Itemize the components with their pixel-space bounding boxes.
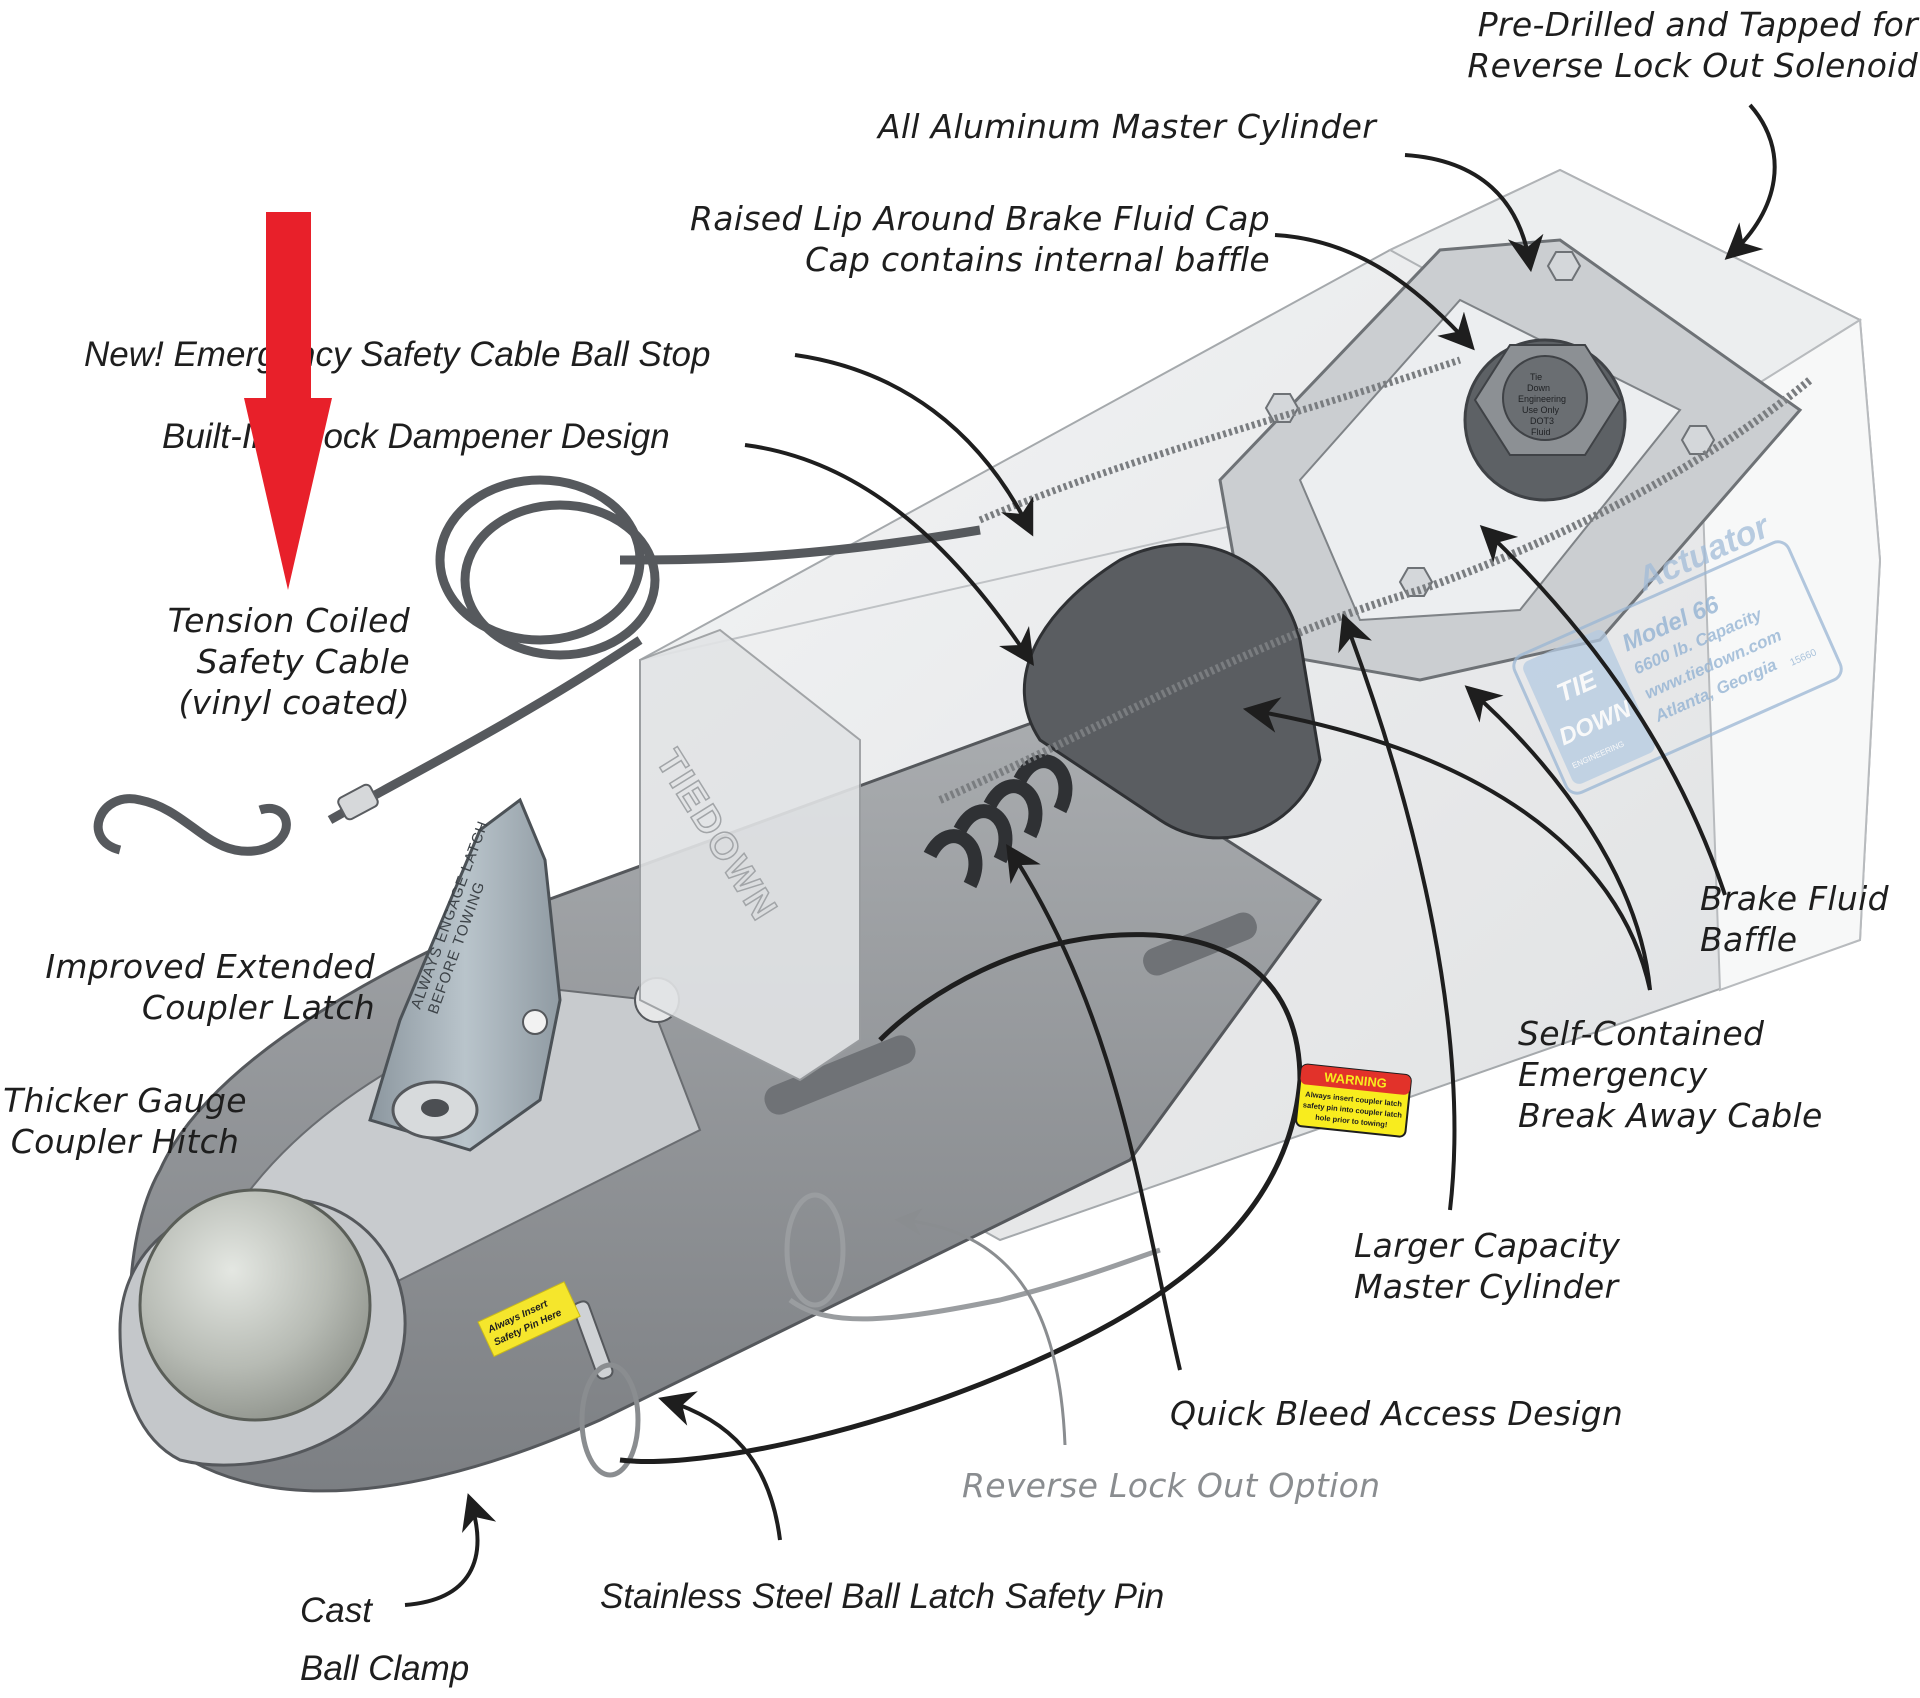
leader-break-away-cable-2 [1242, 697, 1652, 991]
callout-safety-pin: Stainless Steel Ball Latch Safety Pin [600, 1577, 1165, 1616]
svg-text:Engineering: Engineering [1518, 394, 1566, 404]
leader-ball-stop [794, 353, 1034, 537]
leader-lines-muted [894, 1208, 1067, 1446]
safety-pin-part [572, 932, 1303, 1478]
ball-clamp [118, 1188, 407, 1467]
leader-break-away-cable [1464, 685, 1652, 991]
leader-brake-fluid-baffle [1479, 525, 1727, 896]
break-away-cable-wire [938, 376, 1813, 804]
spring [923, 754, 1073, 889]
leader-reverse-lock-out [894, 1208, 1067, 1446]
svg-text:Tie: Tie [1530, 372, 1542, 382]
leader-ball-clamp [404, 1493, 497, 1607]
callout-ball-clamp: Cast Ball Clamp [300, 1591, 470, 1688]
leader-aluminum-master-cylinder [1404, 153, 1544, 273]
warning-title: WARNING [1324, 1069, 1388, 1090]
callout-ball-stop: New! Emergency Safety Cable Ball Stop [84, 335, 711, 374]
callout-break-away-cable: Self-Contained Emergency Break Away Cabl… [1518, 1014, 1823, 1135]
cable-ferrule [337, 783, 379, 821]
warning-sticker: WARNING Always insert coupler latch safe… [1295, 1063, 1412, 1138]
leader-raised-lip [1274, 233, 1475, 351]
shock-dampener [923, 542, 1322, 889]
cap-text: Tie Down Engineering Use Only DOT3 Fluid [1518, 372, 1566, 437]
svg-text:Down: Down [1527, 383, 1550, 393]
leader-safety-pin [658, 1391, 782, 1541]
svg-text:Fluid: Fluid [1531, 427, 1551, 437]
callout-larger-capacity: Larger Capacity Master Cylinder [1354, 1226, 1621, 1306]
inner-housing: TIEDOWN [639, 628, 861, 1082]
callout-quick-bleed: Quick Bleed Access Design [1170, 1394, 1624, 1433]
callout-raised-lip: Raised Lip Around Brake Fluid Cap Cap co… [690, 199, 1270, 279]
leader-quick-bleed [1006, 843, 1182, 1371]
callout-safety-cable: Tension Coiled Safety Cable (vinyl coate… [167, 601, 410, 722]
callout-brake-fluid-baffle: Brake Fluid Baffle [1700, 879, 1889, 959]
callout-coupler-hitch: Thicker Gauge Coupler Hitch [3, 1081, 247, 1161]
svg-text:Use Only: Use Only [1522, 405, 1560, 415]
leader-larger-capacity [1338, 613, 1457, 1211]
leader-pre-drilled [1724, 103, 1777, 260]
leader-lines [404, 103, 1777, 1607]
hitch-ball [138, 1188, 372, 1422]
callout-shock-dampener: Built-In Shock Dampener Design [162, 417, 670, 456]
cylinder-bolts [1264, 251, 1716, 597]
callout-aluminum-master-cylinder: All Aluminum Master Cylinder [878, 107, 1377, 146]
svg-text:DOT3: DOT3 [1530, 416, 1554, 426]
leader-shock-dampener [744, 443, 1034, 666]
callout-coupler-latch: Improved Extended Coupler Latch [45, 947, 375, 1027]
coupler-latch-part: ALWAYS ENGAGE LATCH BEFORE TOWING [368, 797, 562, 1152]
callout-pre-drilled: Pre-Drilled and Tapped for Reverse Lock … [1467, 5, 1918, 85]
callout-reverse-lock-out: Reverse Lock Out Option [962, 1466, 1381, 1505]
